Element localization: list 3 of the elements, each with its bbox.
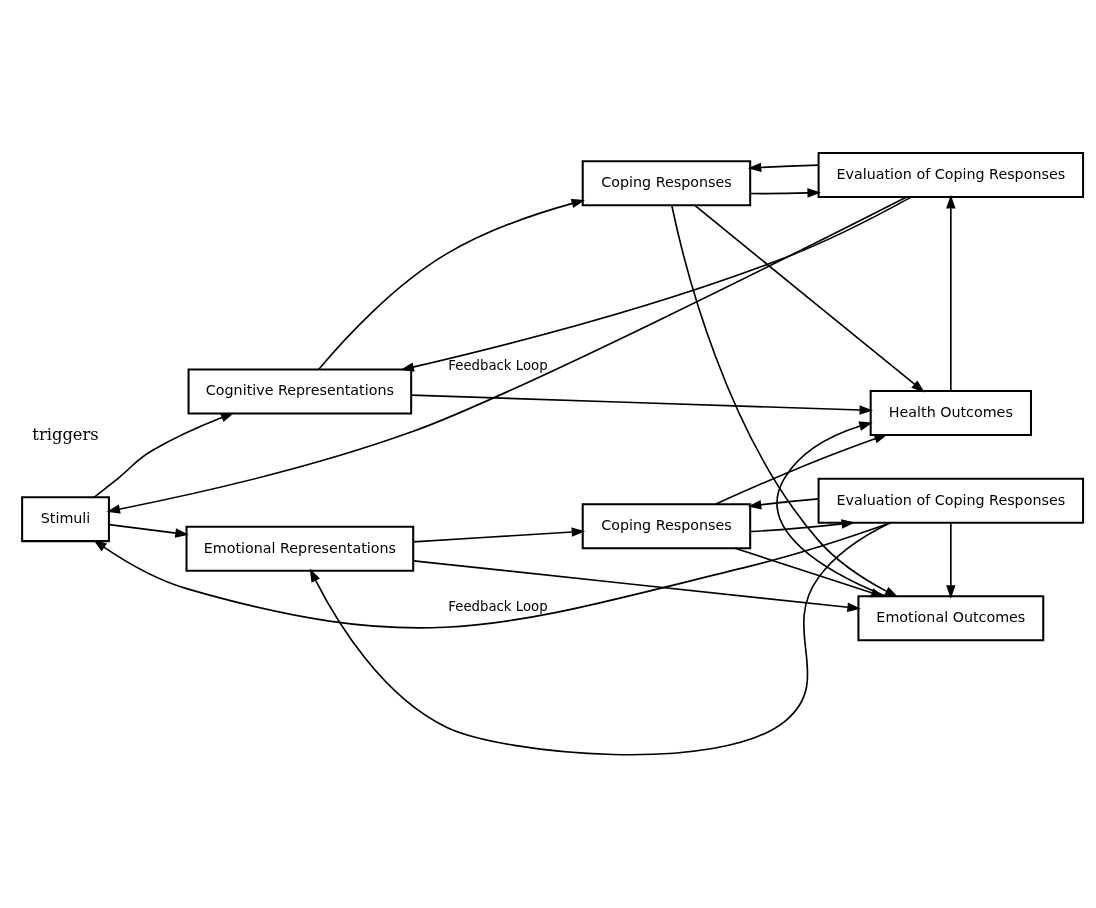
edge-label: Feedback Loop xyxy=(448,599,548,615)
edge-label: Feedback Loop xyxy=(448,358,548,374)
label: triggers xyxy=(32,425,99,445)
